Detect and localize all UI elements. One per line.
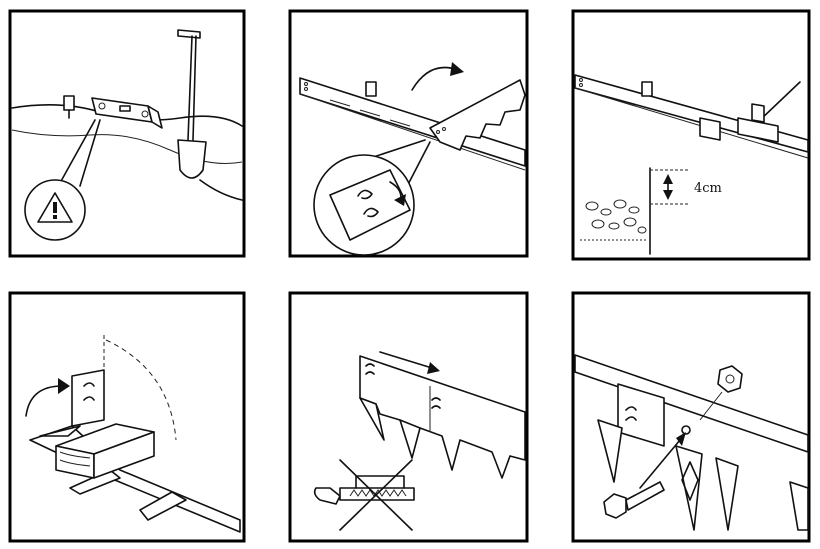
warning-icon [24,179,86,241]
panel-step-6 [571,291,811,543]
stake-icon [63,95,75,119]
clip-icon [357,189,379,218]
wood-block-icon [55,423,155,479]
panel-step-5 [288,291,529,543]
panel-4-frame [8,291,246,543]
nut-pointer-line [699,391,723,421]
trench-line [199,179,243,201]
mallet-icon [737,81,801,143]
depth-dimension [650,169,690,205]
pointer-line-right [79,119,101,187]
prohibited-cross-icon [339,459,413,531]
bend-arc [105,339,177,441]
panel-step-4 [8,291,246,543]
magnifier-circle [313,154,415,256]
nut-icon [717,365,743,393]
bracket-icon [699,117,721,141]
bracket-plate [617,383,665,447]
soil-cross-section [580,199,647,241]
ground-edge [11,129,243,164]
slide-arrow-icon [379,351,433,369]
stake-icon [641,81,653,97]
pointer-line-left [59,119,96,184]
rotate-arrow-icon [25,385,63,417]
stake-icon [365,81,377,97]
spade-icon [177,29,207,179]
bolt-hole [681,425,691,435]
panel-step-3: 4cm [571,9,811,261]
bolt-pointer-arrow [639,439,681,489]
serrated-strip [359,355,526,479]
panel-step-1 [8,9,246,258]
bolt-icon [603,481,665,519]
depth-label: 4cm [694,181,722,196]
serrated-strip [429,79,526,151]
edging-strip [574,354,809,453]
spirit-level-icon [91,97,163,129]
panel-step-2 [288,9,529,258]
